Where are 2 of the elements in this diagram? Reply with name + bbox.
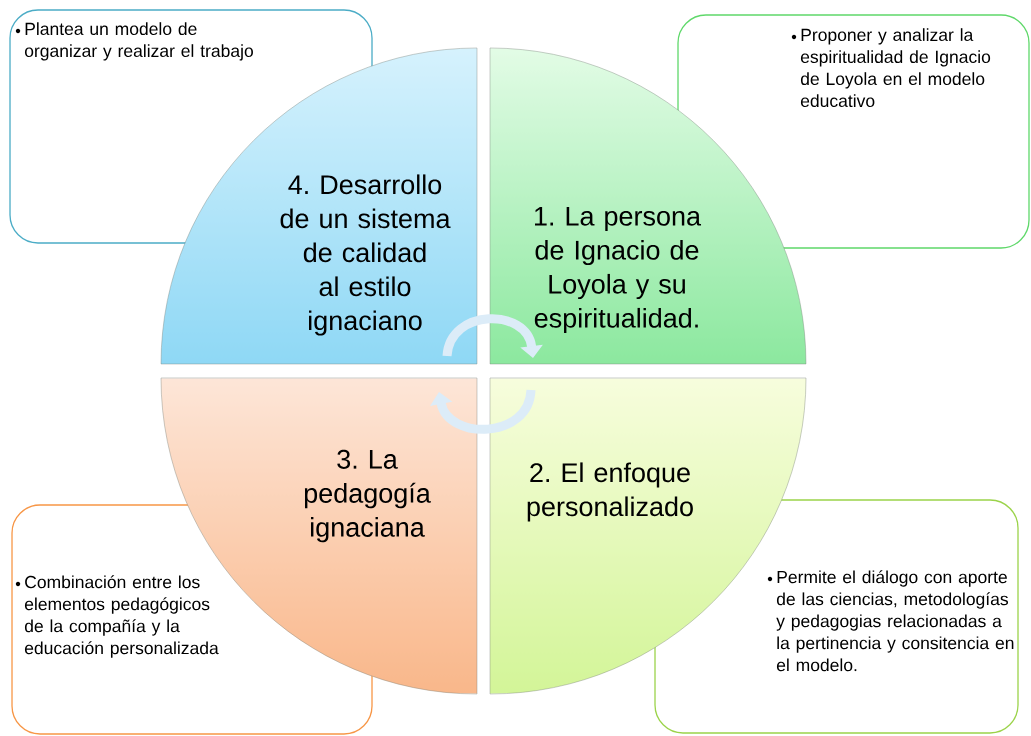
curved-arrow xyxy=(430,389,536,434)
curved-arrow xyxy=(442,314,543,358)
